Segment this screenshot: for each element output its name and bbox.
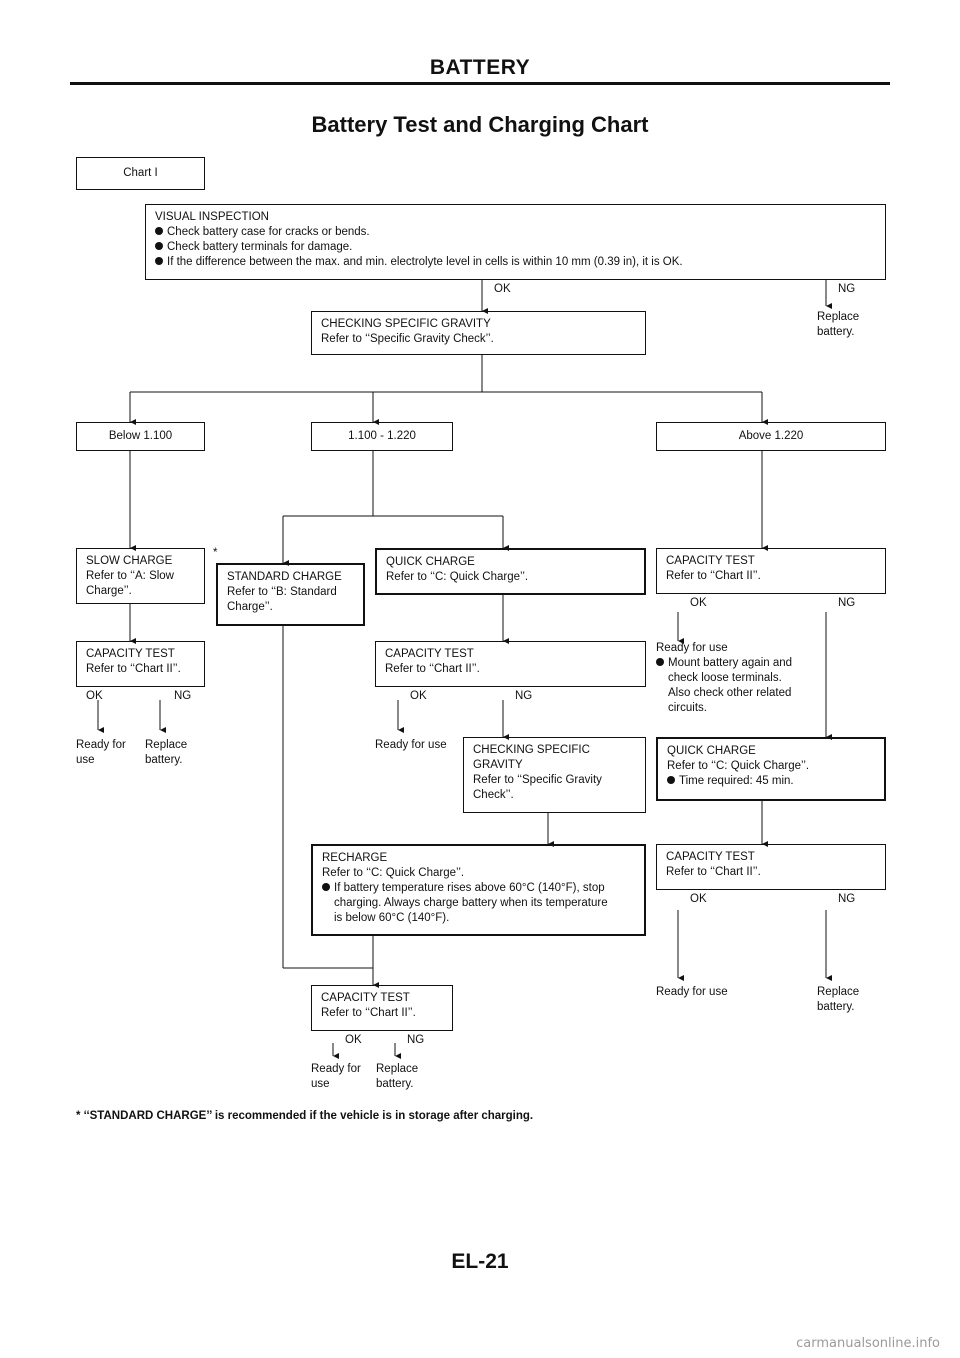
cap-quick-ng-label: NG <box>515 690 533 702</box>
cap-q2-ok-label: OK <box>690 893 707 905</box>
replace-q2: Replace battery. <box>817 986 860 1013</box>
capacity-test-q2-box: CAPACITY TEST Refer to ‘‘Chart II’’. <box>656 844 886 890</box>
bullet-icon <box>155 257 163 265</box>
ready-q2: Ready for use <box>656 986 728 998</box>
quick-charge-box: QUICK CHARGE Refer to ‘‘C: Quick Charge’… <box>375 548 646 595</box>
page-number: EL-21 <box>451 1250 509 1273</box>
ready-above: Ready for use Mount battery again and ch… <box>656 642 793 714</box>
visual-bullet-3: If the difference between the max. and m… <box>167 256 683 268</box>
cap-above-ok-label: OK <box>690 597 707 609</box>
bullet-icon <box>656 658 664 666</box>
standard-charge-box: STANDARD CHARGE Refer to ‘‘B: Standard C… <box>216 563 365 626</box>
recharge-box: RECHARGE Refer to ‘‘C: Quick Charge’’. I… <box>311 844 646 936</box>
range-above-label: Above 1.220 <box>738 430 804 442</box>
cap-quick-ok-label: OK <box>410 690 427 702</box>
cap-slow-ok-label: OK <box>86 690 103 702</box>
quick-charge-2-box: QUICK CHARGE Refer to ‘‘C: Quick Charge’… <box>656 737 886 801</box>
range-below-label: Below 1.100 <box>108 430 173 442</box>
bullet-icon <box>155 227 163 235</box>
bullet-icon <box>667 776 675 784</box>
cap-q2-ng-label: NG <box>838 893 856 905</box>
capacity-test-final-box: CAPACITY TEST Refer to ‘‘Chart II’’. <box>311 985 453 1031</box>
asterisk-mark: * <box>213 547 218 559</box>
ready-quick: Ready for use <box>375 739 447 751</box>
range-above-box: Above 1.220 <box>656 422 886 451</box>
cap-above-ng-label: NG <box>838 597 856 609</box>
ready-slow: Ready for use <box>76 739 126 766</box>
capacity-test-slow-box: CAPACITY TEST Refer to ‘‘Chart II’’. <box>76 641 205 687</box>
slow-charge-box: SLOW CHARGE Refer to ‘‘A: Slow Charge’’. <box>76 548 205 604</box>
chart-i-box: Chart I <box>76 157 205 190</box>
chart-i-label: Chart I <box>123 167 158 179</box>
visual-inspection-title: VISUAL INSPECTION <box>155 211 269 223</box>
footnote: * ‘‘STANDARD CHARGE’’ is recommended if … <box>76 1110 534 1122</box>
visual-ng-label: NG <box>838 283 856 295</box>
bullet-icon <box>322 883 330 891</box>
replace-slow: Replace battery. <box>145 739 188 766</box>
ready-final: Ready for use <box>311 1063 361 1090</box>
range-mid-box: 1.100 - 1.220 <box>311 422 453 451</box>
capacity-test-above-box: CAPACITY TEST Refer to ‘‘Chart II’’. <box>656 548 886 594</box>
visual-inspection-box: VISUAL INSPECTION Check battery case for… <box>145 204 886 280</box>
replace-final: Replace battery. <box>376 1063 419 1090</box>
replace-battery-1: Replace battery. <box>817 311 860 338</box>
capacity-test-quick-box: CAPACITY TEST Refer to ‘‘Chart II’’. <box>375 641 646 687</box>
checking-sg-ref: Refer to ‘‘Specific Gravity Check’’. <box>321 333 494 345</box>
cap-slow-ng-label: NG <box>174 690 192 702</box>
checking-specific-gravity-2-box: CHECKING SPECIFIC GRAVITY Refer to ‘‘Spe… <box>463 737 646 813</box>
header-rule <box>70 82 890 85</box>
page-title: Battery Test and Charging Chart <box>311 112 649 137</box>
visual-ok-label: OK <box>494 283 511 295</box>
section-header: BATTERY <box>429 56 531 79</box>
range-below-box: Below 1.100 <box>76 422 205 451</box>
checking-specific-gravity-box: CHECKING SPECIFIC GRAVITY Refer to ‘‘Spe… <box>311 311 646 355</box>
visual-bullet-2: Check battery terminals for damage. <box>167 241 353 253</box>
range-mid-label: 1.100 - 1.220 <box>348 430 416 442</box>
bullet-icon <box>155 242 163 250</box>
cap-final-ok-label: OK <box>345 1034 362 1046</box>
watermark: carmanualsonline.info <box>796 1336 940 1351</box>
checking-sg-title: CHECKING SPECIFIC GRAVITY <box>321 318 491 330</box>
visual-bullet-1: Check battery case for cracks or bends. <box>167 226 370 238</box>
cap-final-ng-label: NG <box>407 1034 425 1046</box>
